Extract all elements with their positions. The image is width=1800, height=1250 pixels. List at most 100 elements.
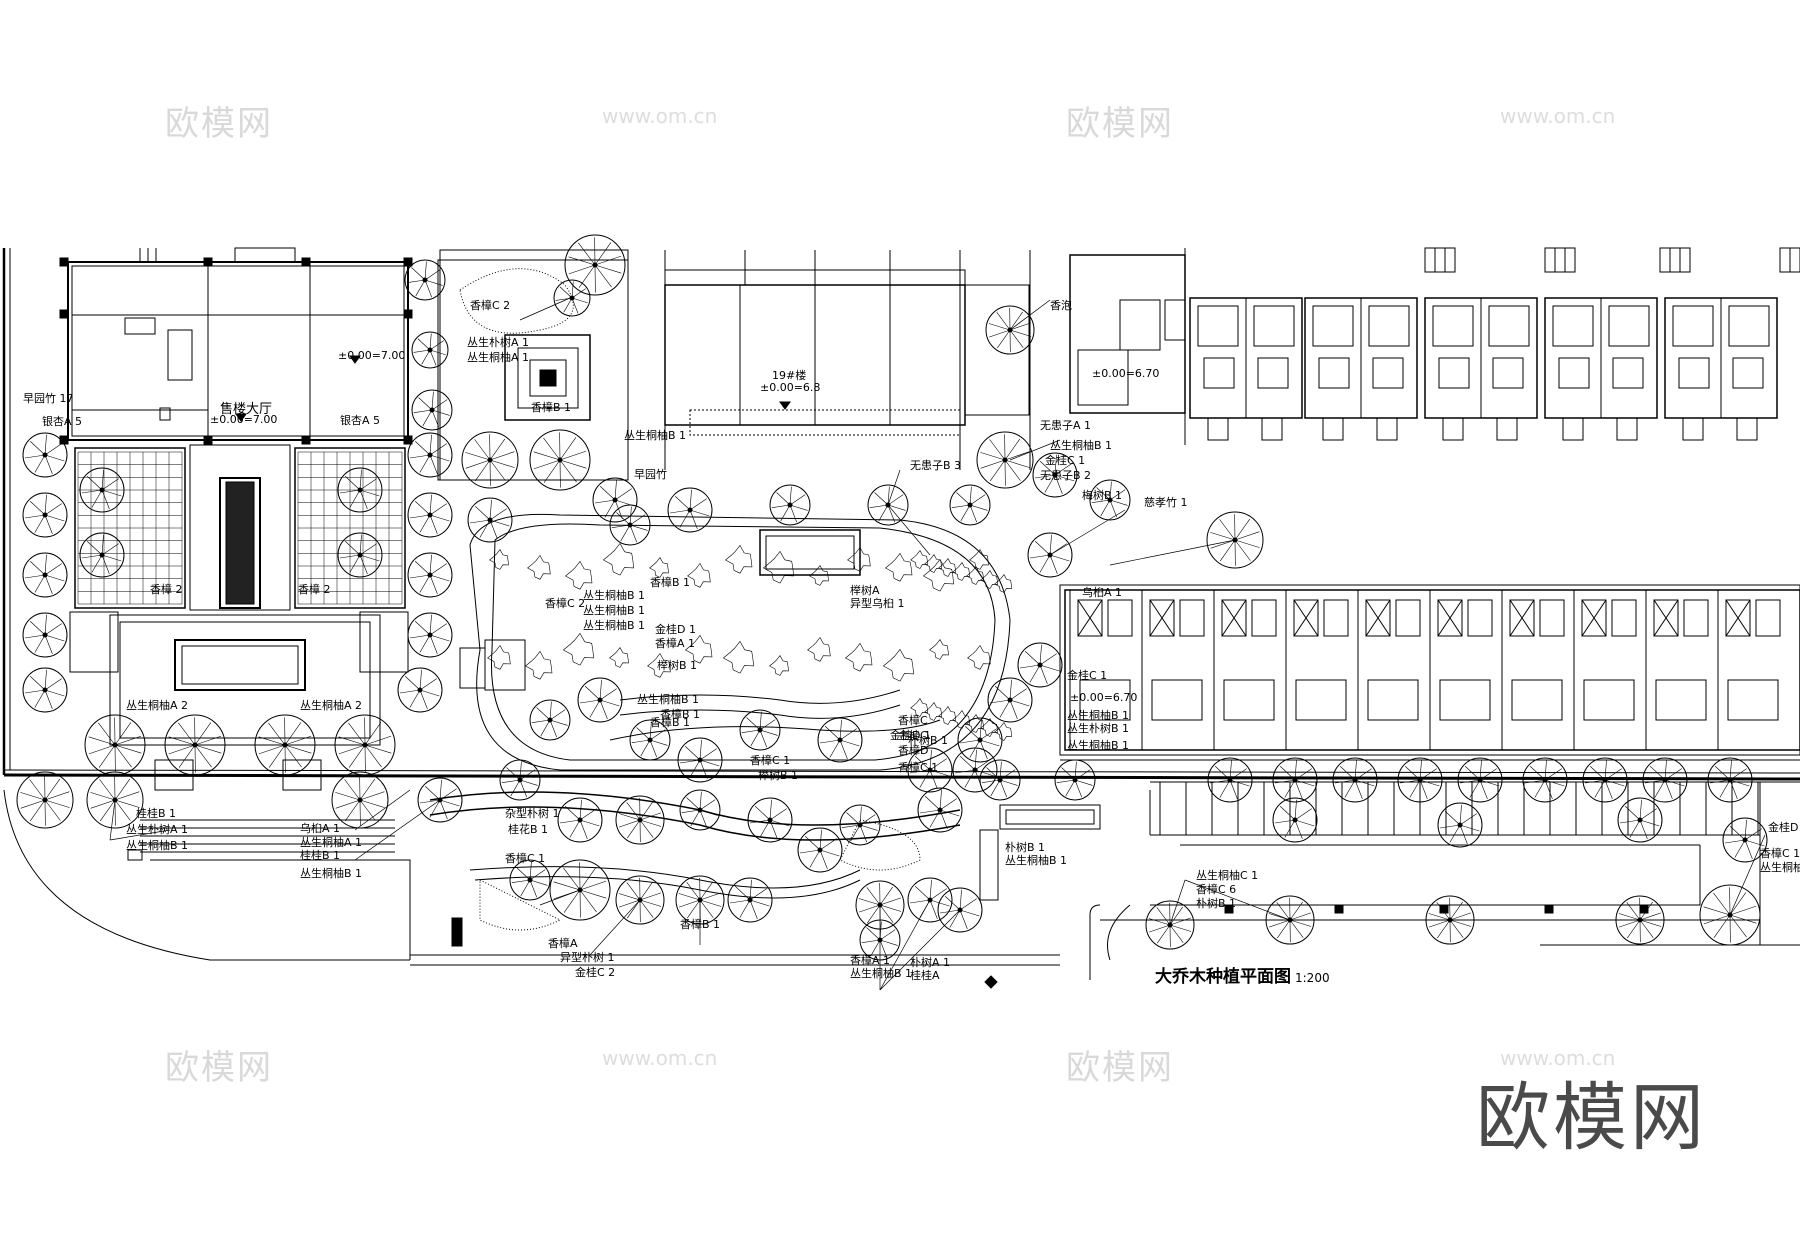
plant-label: 香樟C 2 bbox=[470, 299, 511, 312]
entrance-plazas bbox=[69, 444, 409, 746]
plant-label: 榉树A bbox=[850, 584, 880, 597]
plant-label: 金桂C 1 bbox=[1067, 669, 1108, 682]
plant-label: 丛生桐柚A 2 bbox=[300, 699, 363, 712]
plant-label: 香樟C 1 bbox=[505, 852, 546, 865]
plant-label: 丛生桐柚C 1 bbox=[1196, 869, 1259, 882]
plant-label: 朴树B 1 bbox=[908, 734, 949, 747]
plant-label: 杂型朴树 1 bbox=[505, 807, 560, 820]
plant-label: 香樟D bbox=[898, 744, 929, 757]
plant-label: 丛生桐柚A 1 bbox=[467, 351, 530, 364]
elevation-label: ±0.00=6.70 bbox=[1092, 367, 1160, 380]
plant-label: 梅树B 1 bbox=[1082, 489, 1123, 502]
plant-label: 香樟B 1 bbox=[680, 918, 721, 931]
plant-label: 香樟C 1 bbox=[750, 754, 791, 767]
plant-label: 乌桕A 1 bbox=[300, 822, 341, 835]
planting-shrubs bbox=[487, 542, 1013, 741]
plant-label: 香樟B 1 bbox=[660, 708, 701, 721]
plant-label: 异型朴树 1 bbox=[560, 951, 615, 964]
watermark-url: www.om.cn bbox=[1500, 104, 1616, 128]
plant-label: 金桂C 2 bbox=[575, 966, 616, 979]
watermark: 欧模网 bbox=[1066, 1048, 1174, 1088]
plant-label: 金桂D 1 bbox=[890, 729, 931, 742]
plant-label: 丛生朴树B 1 bbox=[1067, 722, 1130, 735]
plant-label: 榉树B 1 bbox=[758, 769, 799, 782]
label-leader-lines bbox=[109, 297, 1766, 991]
plant-label: 桂花B 1 bbox=[508, 823, 549, 836]
plant-label: 丛生桐柚B 1 bbox=[300, 867, 363, 880]
plant-label: 桂桂B 1 bbox=[300, 849, 341, 862]
plant-label: 桂桂B 1 bbox=[136, 807, 177, 820]
townhouses-east bbox=[1059, 584, 1800, 761]
residential-units-northeast bbox=[1029, 247, 1800, 470]
sales-hall-elevation: ±0.00=7.00 bbox=[210, 413, 278, 426]
elevation-label: ±0.00=7.00 bbox=[338, 349, 406, 362]
plant-label: 丛生桐柚B 1 bbox=[637, 693, 700, 706]
sales-hall-name: 售楼大厅 bbox=[220, 402, 273, 417]
plant-label: 香樟C 11 bbox=[1760, 847, 1800, 860]
watermark: 欧模网 bbox=[1066, 104, 1174, 144]
plant-label: 丛生桐柚B 1 bbox=[1760, 861, 1800, 874]
plant-label: 丛生桐柚B 1 bbox=[850, 967, 913, 980]
plant-label: 丛生朴树A 1 bbox=[126, 823, 189, 836]
watermark: 欧模网 bbox=[165, 104, 273, 144]
building-19-elevation: ±0.00=6.8 bbox=[760, 381, 821, 394]
plant-label: 无患子A 1 bbox=[1040, 419, 1092, 432]
watermark: 欧模网 bbox=[165, 1048, 273, 1088]
plant-label: 异型乌桕 1 bbox=[850, 597, 905, 610]
watermark-url: www.om.cn bbox=[1500, 1046, 1616, 1070]
building-19-name: 19#楼 bbox=[772, 369, 807, 382]
plant-label: 丛生桐柚B 1 bbox=[583, 619, 646, 632]
plant-label: 金桂C bbox=[898, 729, 928, 742]
plant-label: 丛生桐柚B 1 bbox=[1067, 709, 1130, 722]
plant-label: 丛生桐柚A 2 bbox=[126, 699, 189, 712]
plant-label: 榉树B 1 bbox=[657, 659, 698, 672]
plant-label: 丛生桐柚B 1 bbox=[1067, 739, 1130, 752]
plant-label: 香樟C 2 bbox=[545, 597, 586, 610]
plant-label: 香樟B 1 bbox=[650, 716, 691, 729]
plant-label: 金桂D 1 bbox=[1768, 821, 1800, 834]
plant-label: 丛生桐柚B 1 bbox=[126, 839, 189, 852]
plant-label: 香樟C 1 bbox=[898, 761, 939, 774]
east-street bbox=[1089, 781, 1800, 980]
plant-label: 香樟B 1 bbox=[531, 401, 572, 414]
paving-grid bbox=[77, 451, 403, 605]
plant-label: 银杏A 5 bbox=[340, 414, 381, 427]
plant-label: 香樟 2 bbox=[150, 583, 183, 596]
plant-label: 朴树A 1 bbox=[910, 956, 951, 969]
plant-label: 金桂D 1 bbox=[655, 623, 696, 636]
plant-label: 香樟B 1 bbox=[650, 576, 691, 589]
townhouses-north bbox=[664, 250, 1030, 470]
plant-label: 丛生朴树A 1 bbox=[467, 336, 530, 349]
plant-label: 香樟A 1 bbox=[850, 954, 891, 967]
plant-label: 无患子B 3 bbox=[910, 459, 962, 472]
elevation-label: ±0.00=6.70 bbox=[1070, 691, 1138, 704]
plant-label: 香樟A 1 bbox=[655, 637, 696, 650]
planting-trees bbox=[16, 234, 1768, 961]
plant-label: 香泡 bbox=[1050, 299, 1072, 312]
plant-label: 丛生桐柚B 1 bbox=[624, 429, 687, 442]
plant-label: 丛生桐柚B 1 bbox=[1050, 439, 1113, 452]
plant-label: 丛生桐柚B 1 bbox=[583, 589, 646, 602]
plant-label: 丛生桐柚B 1 bbox=[1005, 854, 1068, 867]
plant-label: 香樟 2 bbox=[298, 583, 331, 596]
plant-label: 慈孝竹 1 bbox=[1144, 496, 1188, 509]
plant-label: 香樟C bbox=[898, 714, 928, 727]
plant-label: 朴树B 1 bbox=[1196, 897, 1237, 910]
plant-label: 丛生桐柚A 1 bbox=[300, 836, 363, 849]
sales-hall-building bbox=[59, 247, 413, 445]
plant-label: 香樟C 6 bbox=[1196, 883, 1237, 896]
watermark-url: www.om.cn bbox=[602, 1046, 718, 1070]
watermark-url: www.om.cn bbox=[602, 104, 718, 128]
plant-label: 早园竹 bbox=[634, 468, 667, 481]
brand-logo: 欧模网 bbox=[1476, 1075, 1707, 1161]
plant-label: 无患子B 2 bbox=[1040, 469, 1092, 482]
parking-bays bbox=[1159, 782, 1759, 835]
plant-label: 银杏A 5 bbox=[42, 415, 83, 428]
plant-label: 朴树B 1 bbox=[1005, 841, 1046, 854]
plant-label: 丛生桐柚B 1 bbox=[583, 604, 646, 617]
plant-label: 香樟A bbox=[548, 937, 578, 950]
plant-label: 早园竹 17 bbox=[23, 392, 74, 405]
central-garden bbox=[429, 249, 1101, 989]
